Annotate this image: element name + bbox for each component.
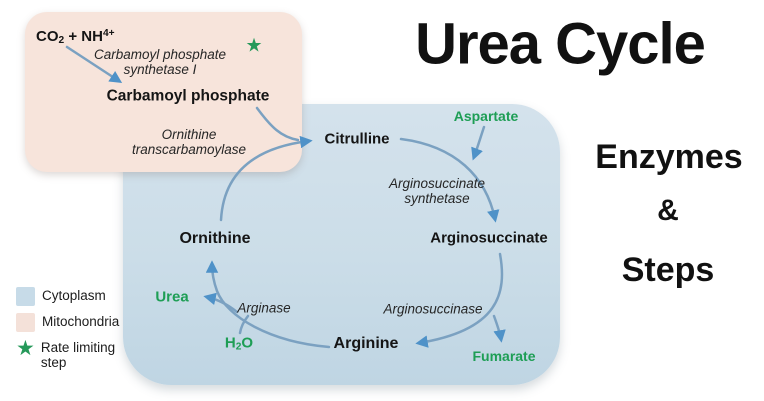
substrate-co2-nh4: CO2 + NH4+ xyxy=(36,28,115,47)
enzyme-carbamoyl-phosphate-synthetase-1: Carbamoyl phosphate synthetase I xyxy=(94,47,226,77)
legend-item-rate-limiting: ★ Rate limiting step xyxy=(16,337,127,371)
rate-limiting-star-icon: ★ xyxy=(245,35,263,57)
cofactor-aspartate: Aspartate xyxy=(453,108,519,125)
nh4-base: + NH xyxy=(64,28,103,46)
cofactor-h2o: H2O xyxy=(224,334,254,352)
cytoplasm-label: Cytoplasm xyxy=(42,288,106,303)
cofactor-fumarate: Fumarate xyxy=(472,348,536,365)
cofactor-urea: Urea xyxy=(155,288,189,306)
mitochondria-swatch xyxy=(16,313,35,332)
cps1-line2: synthetase I xyxy=(123,62,197,77)
ass-line2: synthetase xyxy=(404,191,470,206)
metabolite-carbamoyl-phosphate: Carbamoyl phosphate xyxy=(106,87,270,105)
legend: Cytoplasm Mitochondria ★ Rate limiting s… xyxy=(16,287,127,378)
metabolite-citrulline: Citrulline xyxy=(324,130,390,148)
metabolite-ornithine: Ornithine xyxy=(179,230,251,248)
metabolite-arginosuccinate: Arginosuccinate xyxy=(430,229,548,247)
rate-limiting-label: Rate limiting step xyxy=(40,340,116,370)
enzyme-arginase: Arginase xyxy=(237,300,291,316)
h2o-rest: O xyxy=(241,334,254,352)
nh4-superscript: 4+ xyxy=(102,28,115,39)
subtitle-steps: Steps xyxy=(621,250,715,289)
h2o-base: H xyxy=(224,334,236,352)
subtitle-enzymes: Enzymes xyxy=(595,137,743,176)
metabolite-arginine: Arginine xyxy=(333,335,399,353)
enzyme-ornithine-transcarbamoylase: Ornithine transcarbamoylase xyxy=(132,127,246,157)
legend-item-mitochondria: Mitochondria xyxy=(16,313,127,332)
cytoplasm-swatch xyxy=(16,287,35,306)
otc-line2: transcarbamoylase xyxy=(131,142,247,157)
enzyme-arginosuccinase: Arginosuccinase xyxy=(383,301,483,317)
co2-subscript: 2 xyxy=(58,35,65,47)
subtitle-ampersand: & xyxy=(657,194,679,228)
otc-line1: Ornithine xyxy=(161,126,217,142)
star-icon: ★ xyxy=(16,337,35,360)
co2-base: CO xyxy=(36,28,59,46)
mitochondria-label: Mitochondria xyxy=(42,314,120,329)
page-title: Urea Cycle xyxy=(415,11,706,77)
cps1-line1: Carbamoyl phosphate xyxy=(93,46,227,62)
enzyme-arginosuccinate-synthetase: Arginosuccinate synthetase xyxy=(389,176,485,206)
ass-line1: Arginosuccinate xyxy=(388,175,486,191)
legend-item-cytoplasm: Cytoplasm xyxy=(16,287,127,306)
